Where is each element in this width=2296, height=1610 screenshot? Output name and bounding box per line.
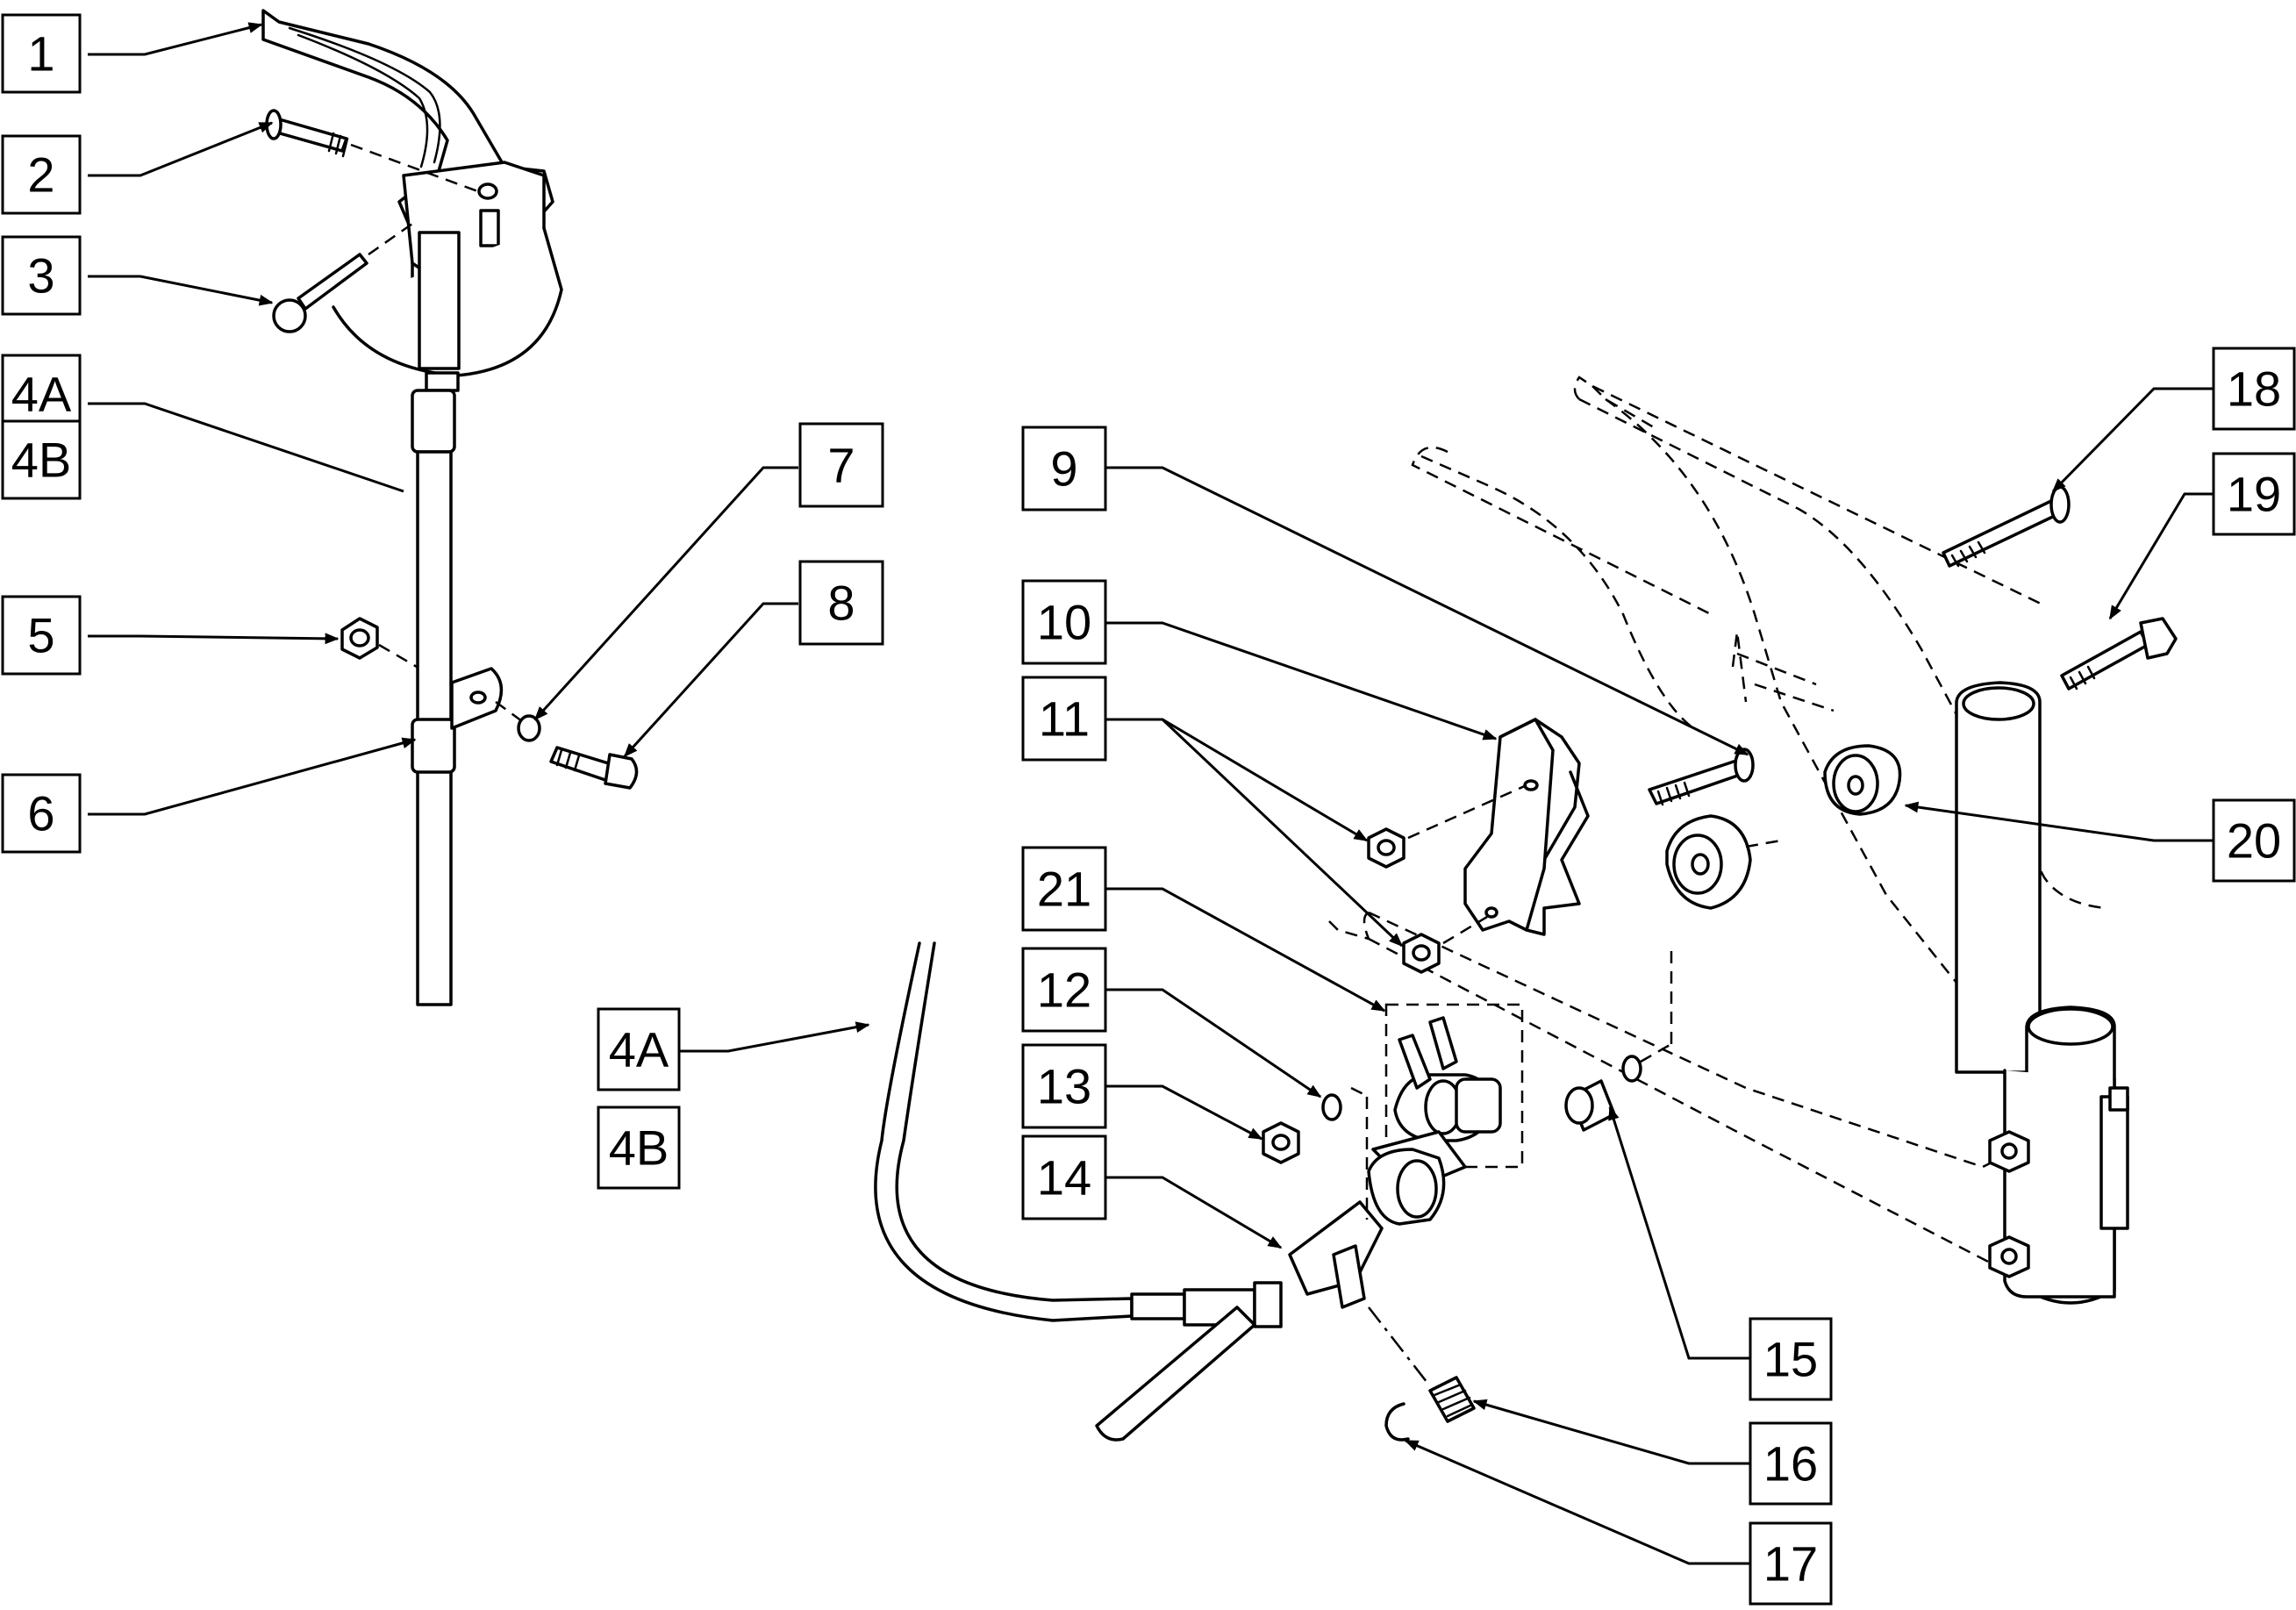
- svg-text:8: 8: [827, 576, 855, 631]
- bumper-spacer-20: [1823, 744, 1902, 816]
- washer-and-screw: [495, 700, 639, 790]
- leader-lines: [88, 22, 2214, 1565]
- hex-nuts-11: [1367, 784, 1527, 974]
- callout-6: 6: [1, 773, 82, 854]
- cotter-pin: [272, 222, 413, 333]
- svg-text:21: 21: [1037, 862, 1091, 917]
- caster-post: [1955, 681, 2129, 1305]
- svg-text:13: 13: [1037, 1059, 1091, 1114]
- mounting-bracket-10: [1463, 718, 1590, 936]
- svg-text:12: 12: [1037, 962, 1091, 1018]
- callout-11: 11: [1021, 676, 1107, 762]
- callout-12: 12: [1021, 947, 1107, 1033]
- spring-and-clip: [1384, 1376, 1476, 1442]
- svg-text:7: 7: [827, 438, 855, 493]
- svg-text:2: 2: [27, 147, 54, 203]
- brake-cable-end: [1095, 1003, 1524, 1442]
- callout-4a-lower: 4A: [597, 1007, 681, 1091]
- hex-nut-5: [340, 617, 418, 669]
- svg-text:11: 11: [1039, 691, 1090, 747]
- callout-3: 3: [1, 235, 82, 316]
- svg-text:4A: 4A: [609, 1022, 669, 1077]
- svg-text:4A: 4A: [11, 367, 72, 422]
- svg-text:3: 3: [27, 248, 54, 304]
- svg-text:15: 15: [1763, 1332, 1818, 1387]
- washer-12-nut-13: [1262, 1093, 1342, 1164]
- callout-21: 21: [1021, 846, 1107, 932]
- svg-text:19: 19: [2227, 467, 2281, 522]
- bolt-19: [2060, 617, 2178, 691]
- clevis-pin: [265, 109, 483, 195]
- svg-text:18: 18: [2227, 361, 2281, 417]
- callout-10: 10: [1021, 579, 1107, 665]
- svg-text:10: 10: [1037, 595, 1091, 650]
- svg-text:17: 17: [1763, 1536, 1818, 1592]
- callout-7: 7: [798, 422, 884, 508]
- cable-clamp: [411, 718, 456, 774]
- callout-15: 15: [1749, 1317, 1833, 1401]
- callout-4a: 4A: [1, 354, 82, 434]
- svg-text:4B: 4B: [11, 433, 72, 488]
- svg-text:6: 6: [27, 786, 54, 841]
- callout-18: 18: [2212, 347, 2296, 431]
- callout-9: 9: [1021, 426, 1107, 512]
- svg-text:1: 1: [27, 26, 54, 82]
- callout-13: 13: [1021, 1043, 1107, 1129]
- callout-4b-lower: 4B: [597, 1106, 681, 1190]
- bolt-9: [1648, 748, 1755, 806]
- bushing-15: [1564, 948, 1673, 1132]
- svg-text:9: 9: [1050, 441, 1077, 497]
- screw-18: [1942, 485, 2071, 568]
- svg-text:14: 14: [1037, 1150, 1091, 1206]
- callout-4b: 4B: [1, 419, 82, 500]
- callout-2: 2: [1, 134, 82, 215]
- callout-16: 16: [1749, 1421, 1833, 1506]
- callout-20: 20: [2212, 798, 2296, 883]
- cable-curve: [874, 941, 1283, 1328]
- svg-text:5: 5: [27, 608, 54, 663]
- callout-17: 17: [1749, 1521, 1833, 1606]
- svg-text:20: 20: [2227, 813, 2281, 869]
- svg-text:16: 16: [1763, 1436, 1818, 1492]
- bumper-spacer: [1665, 814, 1782, 910]
- lever-assembly: [261, 9, 563, 1006]
- callout-5: 5: [1, 595, 82, 676]
- callout-14: 14: [1021, 1134, 1107, 1220]
- callout-1: 1: [1, 13, 82, 94]
- callout-8: 8: [798, 560, 884, 646]
- svg-text:4B: 4B: [609, 1120, 669, 1176]
- callout-19: 19: [2212, 452, 2296, 536]
